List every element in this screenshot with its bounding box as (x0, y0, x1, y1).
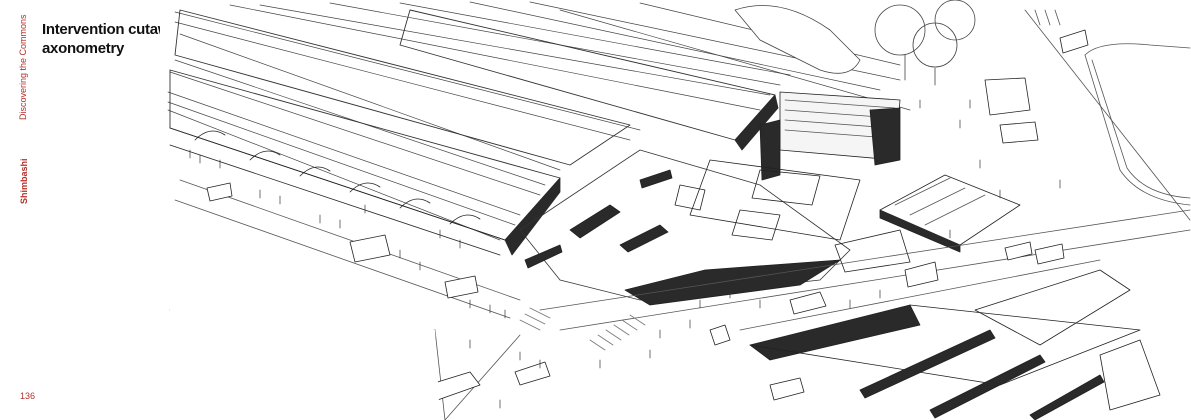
station-roofs (169, 9, 779, 256)
blank-ground (170, 250, 440, 420)
figure-title-line-2: axonometry (42, 40, 125, 57)
lower-blocks (749, 269, 1161, 420)
pedestrians (189, 99, 1061, 409)
viaduct-arches (169, 127, 506, 256)
figure-title-line-1: Intervention cutaway (42, 21, 160, 38)
vehicles (206, 29, 1089, 409)
market-plaza (519, 149, 851, 306)
figure-title: Intervention cutaway axonometry (42, 20, 160, 60)
page-number: 136 (20, 391, 36, 401)
aircraft-model (734, 5, 861, 74)
crosswalk (519, 307, 646, 351)
trees (874, 0, 976, 86)
right-blocks (834, 174, 1021, 273)
rail-lines (167, 1, 911, 241)
fence (1024, 9, 1191, 221)
central-hub (689, 91, 901, 241)
